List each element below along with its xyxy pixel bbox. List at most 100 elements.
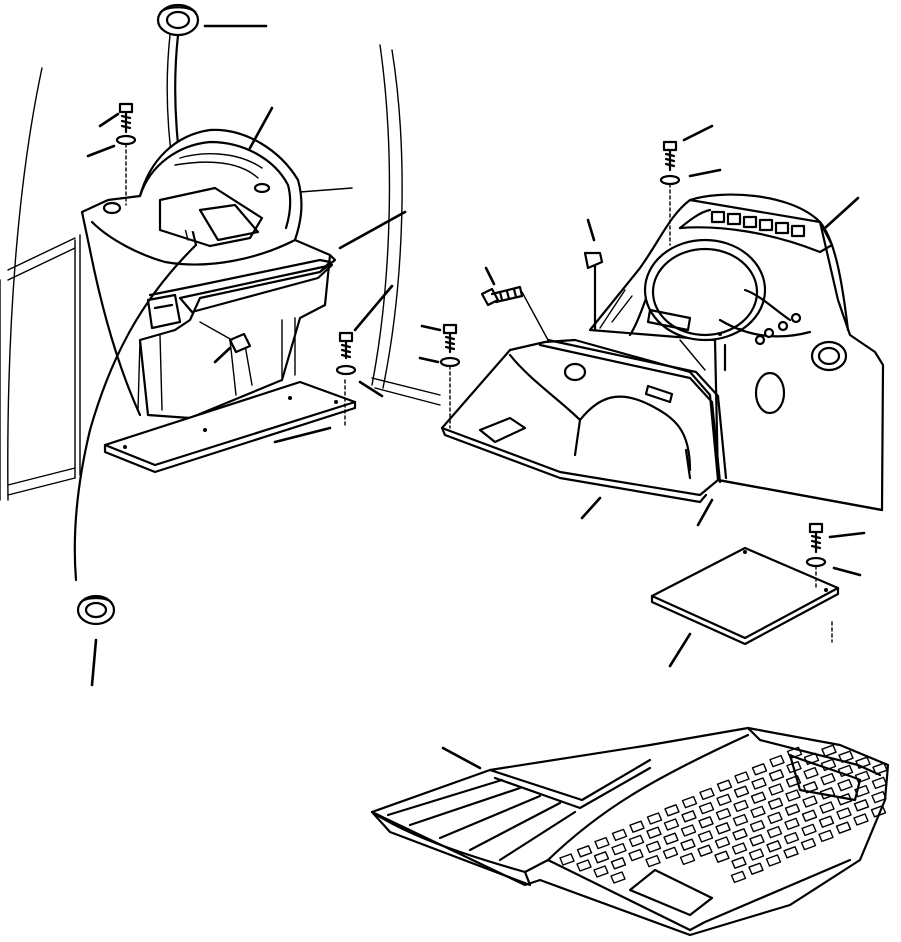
mat-hole <box>870 805 887 818</box>
mat-grid <box>559 744 888 884</box>
cab-frame <box>0 44 441 501</box>
mat-hole <box>801 809 818 822</box>
mat-hole <box>785 775 802 788</box>
mat-hole <box>783 831 800 845</box>
mat-hole <box>819 787 836 800</box>
mat-hole <box>765 854 782 867</box>
mat-hole <box>854 770 871 784</box>
mat-hole <box>714 836 731 849</box>
mat-hole <box>679 852 696 866</box>
mat-hole <box>733 785 750 798</box>
right-bolt-top <box>659 124 722 246</box>
mat-hole <box>784 803 801 816</box>
mat-hole <box>698 801 715 815</box>
mat-hole <box>646 826 662 839</box>
mat-hole <box>853 813 869 826</box>
mat-hole <box>835 821 852 834</box>
mat-hole <box>699 787 715 801</box>
mat-hole <box>732 828 748 841</box>
mat-hole <box>872 762 888 775</box>
mat-hole <box>593 851 610 864</box>
mat-hole <box>610 871 626 884</box>
mat-hole <box>871 790 887 804</box>
left-bolt-2 <box>335 284 394 398</box>
mat-hole <box>802 781 819 794</box>
mat-hole <box>646 812 663 825</box>
dashboard-screw <box>583 218 604 332</box>
mat-hole <box>821 744 837 757</box>
mat-hole <box>663 832 679 845</box>
right-dashboard <box>588 193 885 512</box>
mat-hole <box>645 854 661 868</box>
console-bolt <box>199 321 252 364</box>
mat-hole <box>871 776 888 790</box>
mat-hole <box>767 811 783 825</box>
right-bolt-bottom <box>805 522 866 589</box>
mat-hole <box>748 848 765 861</box>
mat-hole <box>611 842 627 856</box>
mat-hole <box>749 834 765 847</box>
mat-hole <box>645 840 662 854</box>
mat-hole <box>680 824 697 837</box>
mat-hole <box>629 820 645 833</box>
mat-hole <box>751 777 767 790</box>
mat-hole <box>593 865 609 878</box>
mat-hole <box>818 829 834 843</box>
mat-hole <box>716 793 732 807</box>
mat-hole <box>681 795 698 809</box>
mat-hole <box>733 799 749 813</box>
mat-hole <box>768 783 784 796</box>
mat-hole <box>734 771 750 784</box>
mat-hole <box>803 766 819 780</box>
mat-hole <box>854 784 870 798</box>
mat-hole <box>802 795 818 808</box>
mat-hole <box>818 815 835 828</box>
mat-hole <box>663 818 680 831</box>
mat-hole <box>628 834 645 848</box>
left-bolt-1 <box>86 102 137 206</box>
mat-hole <box>820 772 836 786</box>
mat-hole <box>751 763 768 776</box>
mat-hole <box>768 769 785 782</box>
cable-grommet-top <box>156 3 268 37</box>
mat-hole <box>731 842 748 855</box>
left-console-leader <box>248 106 274 150</box>
mat-hole <box>748 862 764 875</box>
mat-hole <box>715 807 732 821</box>
mat-hole <box>803 752 820 766</box>
small-access-plate <box>650 546 840 668</box>
mat-hole <box>767 797 784 810</box>
mat-hole <box>716 779 733 792</box>
mat-hole <box>749 819 766 833</box>
mat-hole <box>730 870 747 884</box>
mat-hole <box>785 789 801 802</box>
mat-hole <box>732 813 749 827</box>
mat-hole <box>680 838 696 851</box>
mat-hole <box>750 791 767 804</box>
mat-hole <box>838 750 854 763</box>
floor-mat <box>370 726 890 937</box>
right-console-cover <box>440 338 728 527</box>
mat-hole <box>698 816 714 829</box>
mat-hole <box>819 801 835 814</box>
right-console-bolt <box>418 323 461 429</box>
mat-hole <box>681 810 697 823</box>
left-console <box>80 128 337 420</box>
mat-hole <box>853 799 870 812</box>
mat-hole <box>801 823 817 837</box>
mat-hole <box>731 856 747 869</box>
cable-grommet-bottom <box>76 594 116 687</box>
mat-hole <box>714 850 730 863</box>
mat-hole <box>855 756 871 769</box>
mat-hole <box>837 764 854 778</box>
mat-hole <box>664 804 680 817</box>
mat-hole <box>576 845 593 858</box>
mat-hole <box>769 754 785 768</box>
mat-hole <box>576 859 592 872</box>
mat-hole <box>786 746 803 760</box>
mat-hole <box>837 778 853 792</box>
mat-hole <box>766 840 782 853</box>
left-bezel-leader <box>338 210 407 250</box>
